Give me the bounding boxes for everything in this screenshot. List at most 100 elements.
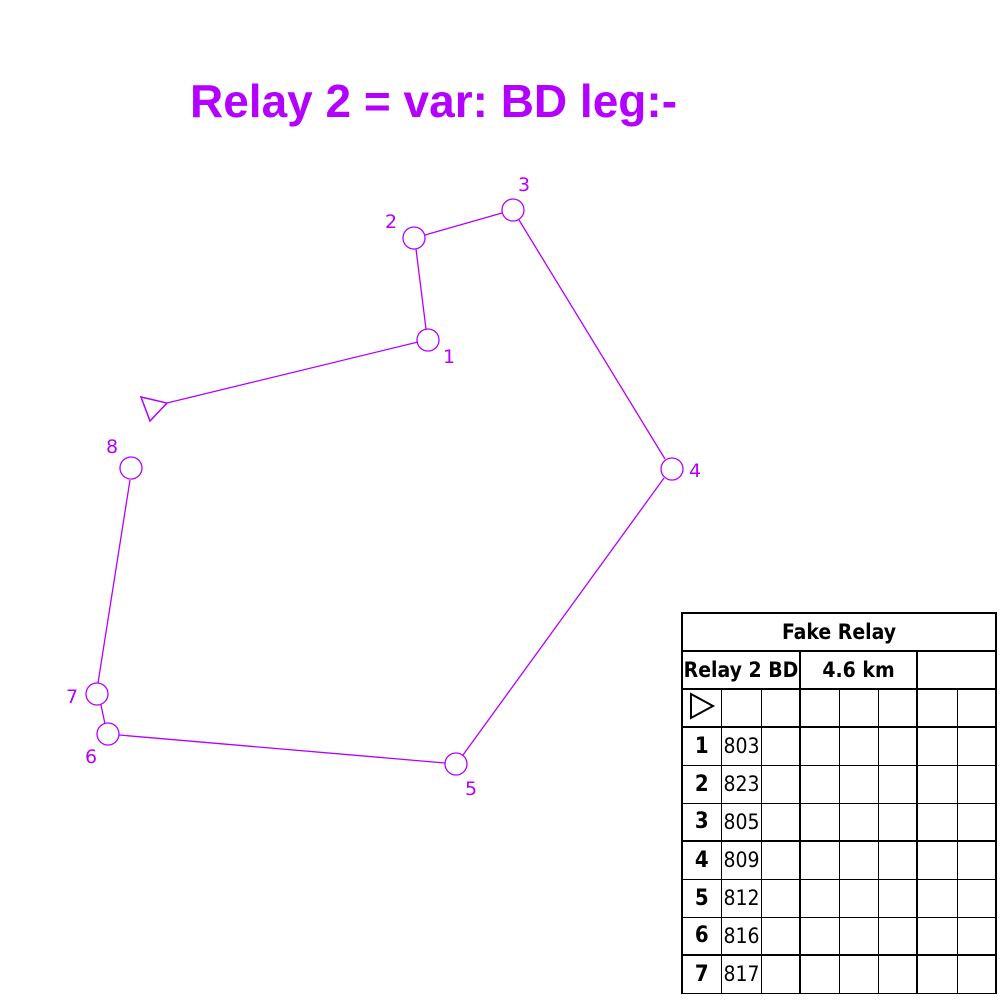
control-code: 816 xyxy=(720,916,762,956)
course-title: Relay 2 = var: BD leg:- xyxy=(190,75,677,127)
description-cell xyxy=(877,802,918,842)
control-code: 809 xyxy=(720,840,762,880)
control-label-6: 6 xyxy=(85,746,97,768)
control-code: 817 xyxy=(720,954,762,994)
description-cell xyxy=(799,764,840,804)
control-circle-6 xyxy=(96,722,120,746)
control-label-8: 8 xyxy=(106,436,118,458)
description-cell xyxy=(877,840,918,880)
course-name: Relay 2 BD xyxy=(681,650,801,690)
description-cell xyxy=(760,954,801,994)
control-number: 6 xyxy=(681,916,722,956)
description-cell xyxy=(956,954,998,994)
control-label-1: 1 xyxy=(443,346,455,368)
control-circle-1 xyxy=(416,328,440,352)
description-cell xyxy=(760,840,801,880)
description-cell xyxy=(916,840,958,880)
course-leg-7-8 xyxy=(97,479,131,684)
control-number: 3 xyxy=(681,802,722,842)
course-leg-6-7 xyxy=(100,704,106,725)
control-labels: 1 2 3 4 5 6 7 8 xyxy=(66,174,701,800)
control-circle-5 xyxy=(444,752,468,776)
description-cell xyxy=(760,916,801,956)
control-number: 7 xyxy=(681,954,722,994)
course-leg-1-2 xyxy=(415,248,427,330)
description-cell xyxy=(916,954,958,994)
description-cell xyxy=(799,954,840,994)
course-length: 4.6 km xyxy=(799,650,918,690)
course-leg-start-1 xyxy=(166,341,419,404)
course-leg-5-6 xyxy=(118,734,446,764)
description-cell xyxy=(956,726,998,766)
description-cell xyxy=(916,878,958,918)
description-cell xyxy=(916,764,958,804)
description-cell xyxy=(956,840,998,880)
sheet-title-row: Fake Relay xyxy=(680,612,998,652)
description-cell xyxy=(877,916,918,956)
course-climb-cell xyxy=(916,650,998,690)
control-circle-3 xyxy=(501,198,525,222)
description-cell xyxy=(956,802,998,842)
start-triangle-icon xyxy=(139,395,169,423)
description-cell xyxy=(956,764,998,804)
sheet-start-row xyxy=(681,688,998,728)
description-cell xyxy=(799,916,840,956)
description-cell xyxy=(838,764,879,804)
start-cell-h xyxy=(916,688,958,728)
description-cell xyxy=(760,802,801,842)
control-label-7: 7 xyxy=(66,686,78,708)
course-leg-3-4 xyxy=(518,219,666,460)
description-cell xyxy=(838,802,879,842)
control-label-4: 4 xyxy=(689,460,701,482)
start-cell xyxy=(681,688,722,728)
description-cell xyxy=(916,916,958,956)
control-circle-2 xyxy=(402,226,426,250)
description-cell xyxy=(838,916,879,956)
description-cell xyxy=(838,954,879,994)
description-cell xyxy=(877,764,918,804)
start-cell-e xyxy=(799,688,840,728)
sheet-course-row: Relay 2 BD 4.6 km xyxy=(681,650,998,690)
description-cell xyxy=(838,878,879,918)
description-cell xyxy=(838,726,879,766)
start-triangle-icon xyxy=(689,692,715,720)
description-cell xyxy=(799,878,840,918)
description-cell xyxy=(877,954,918,994)
description-cell xyxy=(956,878,998,918)
description-cell xyxy=(956,916,998,956)
description-cell xyxy=(760,726,801,766)
description-cell xyxy=(799,802,840,842)
start-cell-g xyxy=(877,688,918,728)
description-cell xyxy=(916,726,958,766)
start-cell-c xyxy=(720,688,762,728)
control-circle-7 xyxy=(85,682,109,706)
description-cell xyxy=(916,802,958,842)
description-cell xyxy=(877,726,918,766)
control-label-5: 5 xyxy=(465,778,477,800)
control-code: 803 xyxy=(720,726,762,766)
start-cell-d xyxy=(760,688,801,728)
control-label-3: 3 xyxy=(518,174,530,196)
control-number: 2 xyxy=(681,764,722,804)
control-code: 805 xyxy=(720,802,762,842)
control-code: 812 xyxy=(720,878,762,918)
description-cell xyxy=(760,878,801,918)
control-number: 4 xyxy=(681,840,722,880)
control-number: 1 xyxy=(681,726,722,766)
start-cell-h2 xyxy=(956,688,998,728)
control-circle-8 xyxy=(119,456,143,480)
course-leg-4-5 xyxy=(462,477,665,756)
course-legs xyxy=(97,212,666,764)
course-leg-2-3 xyxy=(424,212,503,236)
